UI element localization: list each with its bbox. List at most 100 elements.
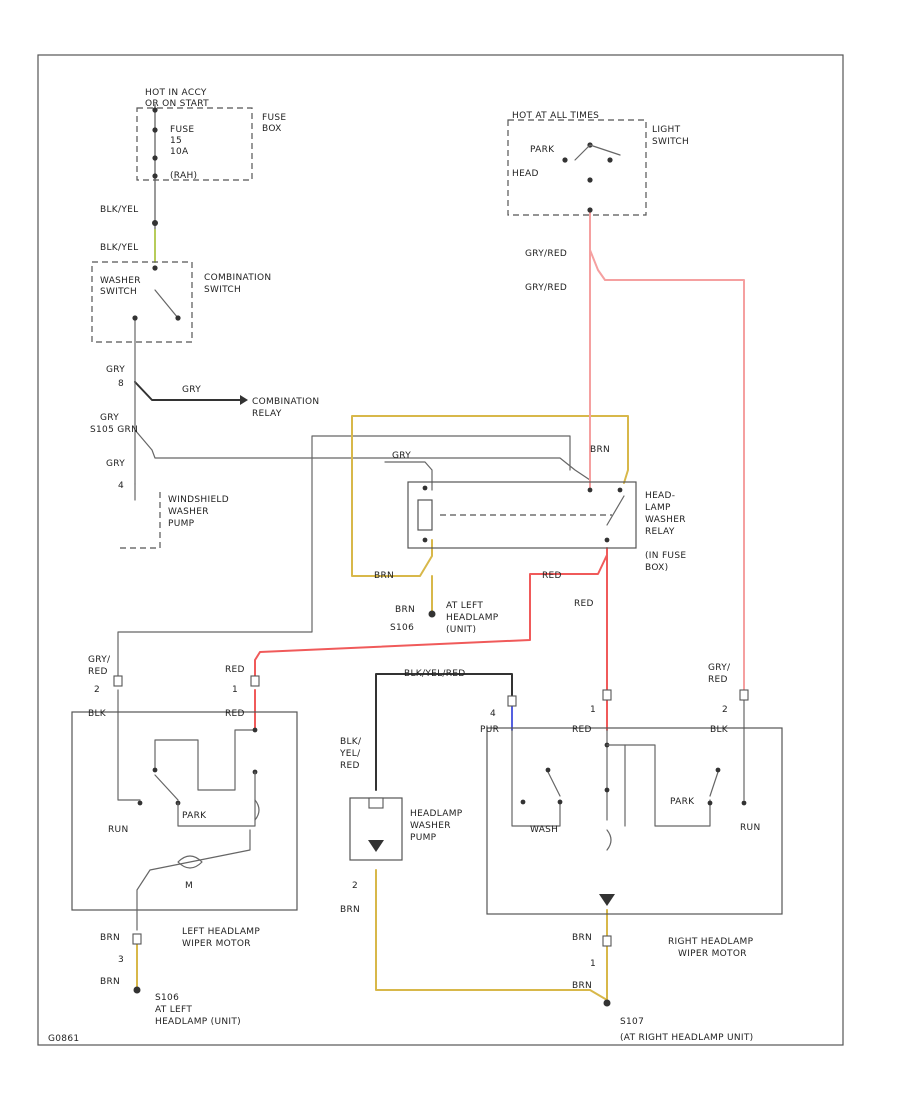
pin-4-label: 4 [118,481,124,491]
fuse-rating: 10A [170,147,189,157]
head-label: HEAD [512,169,539,179]
left-connector-3 [132,933,142,945]
s106b-label-2: AT LEFT [155,1005,192,1015]
wire-red-relay-to-left [254,554,608,677]
park-label-right: PARK [670,797,695,807]
gry-label-2: GRY [182,385,201,395]
left-connector-1 [250,675,260,687]
relay-label-5: (IN FUSE [645,551,686,561]
combination-switch-label-2: SWITCH [204,285,241,295]
brn-label-8: BRN [572,981,592,991]
brn-label-2: BRN [374,571,394,581]
m-label-left: M [185,881,193,891]
left-motor-symbol [177,855,203,869]
relay-label-1: HEAD- [645,491,675,501]
s106b-ground-dot [133,986,141,994]
red-label-4: RED [225,709,245,719]
blk-label-1: BLK [88,709,107,719]
light-switch-label-1: LIGHT [652,125,681,135]
wire-gry-to-relay-black [134,381,241,401]
right-connector-1 [602,689,612,701]
blk-yel-label-1: BLK/YEL [100,205,138,215]
left-motor-label-1: LEFT HEADLAMP [182,927,260,937]
pin-4b-label: 4 [490,709,496,719]
relay-label-3: WASHER [645,515,686,525]
s105-splice-area: GRY 8 GRY COMBINATION RELAY GRY S105 GRN… [90,365,319,549]
gry-label-3: GRY [100,413,119,423]
at-left-headlamp-label-1: AT LEFT [446,601,483,611]
blk-yel-red-label-2: YEL/ [339,749,361,759]
pin-1c-label: 1 [590,959,596,969]
red-label-5: RED [572,725,592,735]
brn-label-4: BRN [100,933,120,943]
s107-ground-dot [603,999,611,1007]
washer-switch-label-1: WASHER [100,276,141,286]
wire-brn-pump-ground [375,869,608,1001]
s106-ground-dot [428,610,436,618]
pump-connector-bottom [368,840,384,852]
right-motor-label-1: RIGHT HEADLAMP [668,937,754,947]
brn-label-6: BRN [340,905,360,915]
left-headlamp-wiper-motor: GRY/ RED 2 RED 1 BLK RED RUN PARK M LEFT… [71,655,298,1027]
gry-red-label-5: GRY/ [708,663,731,673]
light-switch: HOT AT ALL TIMES LIGHT SWITCH PARK HEAD … [507,111,689,293]
right-connector-ground [602,935,612,947]
gry-red-label-3: GRY/ [88,655,111,665]
s106-label: S106 [390,623,414,633]
left-motor-label-2: WIPER MOTOR [182,939,251,949]
gry-red-label-2: GRY/RED [525,283,567,293]
red-label-3: RED [225,665,245,675]
right-headlamp-wiper-motor: 4 PUR 1 RED GRY/ RED 2 BLK WASH PARK RUN… [480,663,783,1043]
windshield-label-3: PUMP [168,519,195,529]
pin-1a-label: 1 [232,685,238,695]
pin-8-label: 8 [118,379,124,389]
pump-label-2: WASHER [410,821,451,831]
combination-switch-label-1: COMBINATION [204,273,271,283]
pump-label-1: HEADLAMP [410,809,463,819]
right-motor-label-2: WIPER MOTOR [678,949,747,959]
blk-yel-label-2: BLK/YEL [100,243,138,253]
red-label-1: RED [542,571,562,581]
fuse-box-label-2: BOX [262,124,282,134]
fuse-label: FUSE [170,125,194,135]
left-connector-2 [113,675,123,687]
arrow-combination-relay [240,395,248,405]
blk-label-2: BLK [710,725,729,735]
hot-acc-label-1: HOT IN ACCY [145,88,207,98]
blk-yel-red-label-1: BLK/ [340,737,362,747]
combination-switch: BLK/YEL WASHER SWITCH COMBINATION SWITCH [91,243,271,343]
s105-grn-label: S105 GRN [90,425,138,435]
wash-label: WASH [530,825,558,835]
brn-label-7: BRN [572,933,592,943]
s107-label-2: (AT RIGHT HEADLAMP UNIT) [620,1033,754,1043]
hot-all-times-label: HOT AT ALL TIMES [512,111,599,121]
gry-label-1: GRY [106,365,125,375]
headlamp-washer-pump: BLK/YEL/RED BLK/ YEL/ RED HEADLAMP WASHE… [339,669,465,915]
relay-label-4: RELAY [645,527,675,537]
fuse-box-label-1: FUSE [262,113,286,123]
park-label: PARK [530,145,555,155]
pump-connector-top [368,797,384,809]
pin-2a-label: 2 [94,685,100,695]
diagram-frame [37,54,844,1046]
fuse-number: 15 [170,136,182,146]
gry-red-label-6: RED [708,675,728,685]
s107-label-1: S107 [620,1017,644,1027]
brn-label-1: BRN [590,445,610,455]
wire-gry-red-light-switch [589,211,745,691]
pin-1b-label: 1 [590,705,596,715]
right-motor-connector [599,894,615,906]
wire-gry-to-left-motor [117,435,571,677]
gry-label-4: GRY [106,459,125,469]
fuse-note: (RAH) [170,171,197,181]
windshield-pump-outline [118,492,161,549]
run-label-right: RUN [740,823,760,833]
s106b-label-1: S106 [155,993,179,1003]
s106b-label-3: HEADLAMP (UNIT) [155,1017,241,1027]
combination-relay-label-2: RELAY [252,409,282,419]
relay-label-2: LAMP [645,503,671,513]
run-label-left: RUN [108,825,128,835]
wire-gry-relay-coil [384,461,433,491]
wire-gry-s105-branch [134,429,591,481]
